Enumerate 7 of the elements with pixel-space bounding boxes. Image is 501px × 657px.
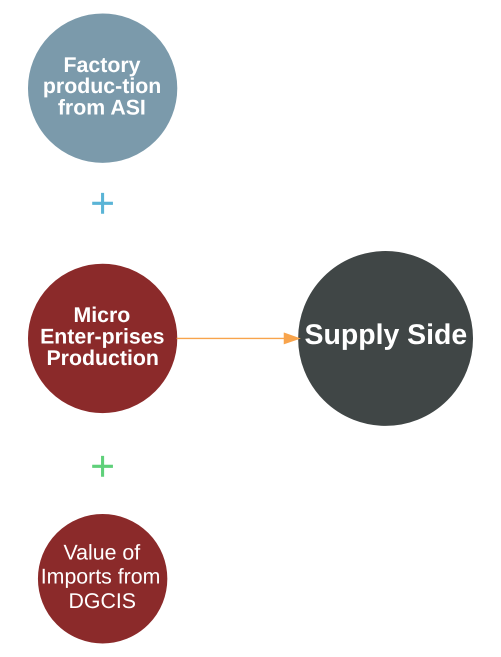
arrow <box>176 332 301 344</box>
label: + <box>90 442 116 491</box>
node-circle: Micro Enter-prises Production <box>28 264 178 414</box>
node-circle: Value of Imports from DGCIS <box>38 514 168 644</box>
node-circle: Supply Side <box>298 251 474 426</box>
node-circle: Factory produc-tion from ASI <box>28 14 178 163</box>
label: + <box>90 180 116 228</box>
